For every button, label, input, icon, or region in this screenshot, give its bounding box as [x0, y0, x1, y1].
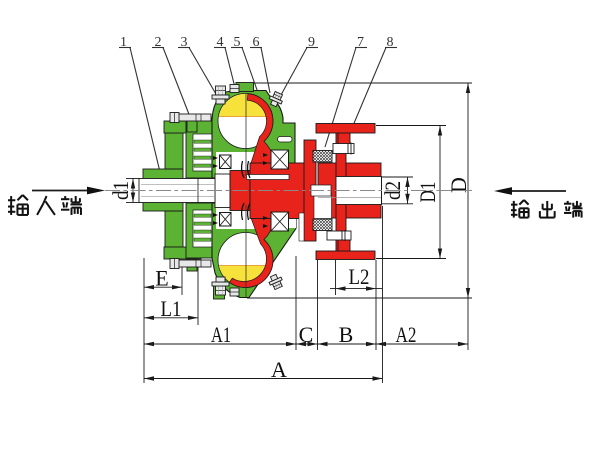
- svg-text:2: 2: [155, 35, 162, 50]
- svg-text:L2: L2: [349, 264, 370, 289]
- svg-text:5: 5: [234, 35, 241, 50]
- svg-text:D: D: [446, 177, 471, 193]
- svg-text:6: 6: [253, 35, 260, 50]
- svg-text:9: 9: [308, 35, 315, 50]
- svg-text:A2: A2: [396, 322, 417, 347]
- svg-text:d1: d1: [108, 181, 133, 200]
- svg-text:C: C: [299, 322, 314, 347]
- svg-text:A1: A1: [211, 322, 231, 347]
- svg-text:8: 8: [387, 35, 394, 50]
- svg-text:D1: D1: [415, 182, 440, 203]
- svg-text:E: E: [155, 266, 168, 291]
- svg-text:7: 7: [357, 35, 364, 50]
- svg-text:A: A: [271, 357, 287, 382]
- svg-text:L1: L1: [161, 296, 182, 321]
- svg-text:4: 4: [217, 35, 224, 50]
- svg-text:B: B: [339, 322, 354, 347]
- svg-text:1: 1: [120, 35, 127, 50]
- svg-text:3: 3: [181, 35, 188, 50]
